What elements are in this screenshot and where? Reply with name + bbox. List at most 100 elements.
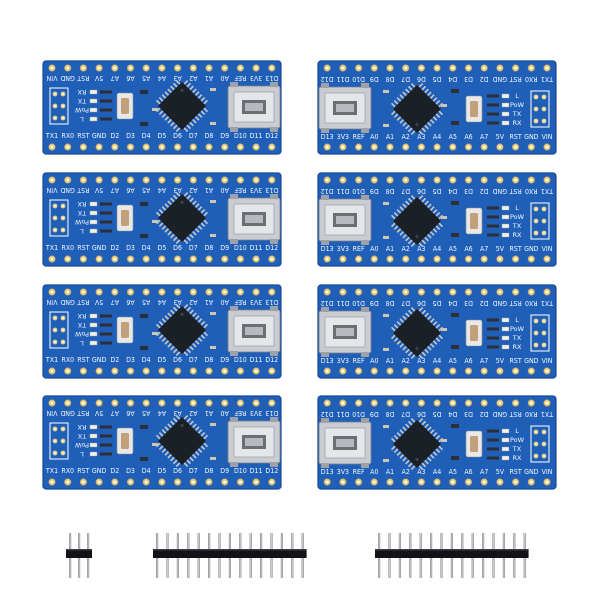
top-pin-label: A2 (402, 245, 410, 253)
top-pin-label: 5V (94, 409, 103, 417)
bottom-pin-label: TX1 (541, 299, 554, 307)
top-pin-label: A1 (205, 298, 213, 306)
top-pin-label: A1 (386, 357, 394, 365)
top-pin-label: A6 (126, 74, 134, 82)
bottom-pin-label: D6 (417, 75, 426, 83)
bottom-pin-label: D3 (126, 132, 135, 140)
bottom-pin-label: RX0 (525, 410, 538, 418)
top-pin-label: GND (524, 357, 539, 365)
bottom-pin-label: D2 (480, 299, 489, 307)
bottom-pin-label: D8 (205, 356, 214, 364)
bottom-pin-label: RST (509, 187, 521, 195)
icsp-outline (49, 311, 69, 349)
top-pin-label: A3 (417, 133, 425, 141)
top-pin-label: A6 (464, 468, 472, 476)
bottom-pin-label: D7 (189, 244, 198, 252)
bottom-pin-label: D7 (189, 132, 198, 140)
top-pin-label: REF (353, 357, 365, 365)
smd-led (89, 210, 98, 216)
top-pin-label: VIN (46, 74, 57, 82)
top-pin-label: GND (524, 133, 539, 141)
top-pin-label: D13 (321, 133, 334, 141)
smd-led (89, 201, 98, 207)
top-pin-label: VIN (46, 298, 57, 306)
top-pin-label: D13 (265, 298, 278, 306)
header-15pin-a (153, 533, 307, 578)
mini-usb-port (318, 307, 372, 357)
top-pin-label: A7 (480, 245, 488, 253)
bottom-pin-label: D9 (370, 299, 379, 307)
top-pin-label: REF (234, 298, 246, 306)
led-label: L (80, 115, 84, 123)
top-pin-label: A0 (221, 409, 229, 417)
top-pin-label: A5 (142, 298, 150, 306)
bottom-pin-label: D3 (464, 187, 473, 195)
bottom-pin-label: RST (77, 244, 89, 252)
top-pin-label: A1 (386, 133, 394, 141)
top-pin-label: A1 (205, 409, 213, 417)
bottom-pin-label: D7 (401, 410, 410, 418)
top-pin-label: D13 (265, 186, 278, 194)
bottom-pin-label: D8 (386, 187, 395, 195)
bottom-pin-label: GND (493, 187, 508, 195)
bottom-pin-label: D8 (205, 132, 214, 140)
top-pin-label: A3 (173, 298, 181, 306)
nano-board-svg: VINGNDRST5VA7A6A5A4A3A2A1A0REF3V3D13TX1R… (317, 172, 557, 267)
bottom-pin-label: D4 (142, 467, 151, 475)
bottom-pin-label: RX0 (525, 299, 538, 307)
top-pin-label: A4 (158, 74, 166, 82)
top-pin-label: A3 (173, 74, 181, 82)
mcu-chip (390, 82, 444, 136)
top-pin-label: A3 (417, 245, 425, 253)
top-pin-label: RST (77, 298, 89, 306)
bottom-pin-label: D2 (480, 75, 489, 83)
bottom-pin-label: D7 (189, 467, 198, 475)
top-pin-label: 5V (496, 245, 505, 253)
bottom-pin-label: GND (92, 132, 107, 140)
top-pin-label: D13 (265, 74, 278, 82)
bottom-pin-label: D11 (250, 132, 263, 140)
bottom-pin-label: D12 (321, 187, 334, 195)
top-pin-label: A6 (464, 245, 472, 253)
mini-usb-port (318, 83, 372, 133)
bottom-pin-label: D5 (433, 75, 442, 83)
top-pin-label: GND (524, 468, 539, 476)
top-pin-label: A2 (189, 298, 197, 306)
bottom-pin-label: D6 (173, 356, 182, 364)
top-pin-label: A7 (111, 186, 119, 194)
top-pin-label: A1 (205, 186, 213, 194)
bottom-pin-label: D8 (386, 410, 395, 418)
top-pin-label: A3 (173, 409, 181, 417)
top-pin-label: REF (234, 74, 246, 82)
smd-led (501, 102, 510, 108)
mini-usb-port (227, 82, 281, 132)
mcu-chip (155, 303, 209, 357)
top-pin-label: A7 (111, 298, 119, 306)
smd-led (89, 433, 98, 439)
top-pin-label: RST (77, 186, 89, 194)
bottom-pin-label: D4 (448, 187, 457, 195)
led-label: TX (77, 321, 87, 329)
plastic-strip (66, 549, 92, 558)
led-label: TX (77, 432, 87, 440)
mini-usb-port (318, 195, 372, 245)
bottom-pin-label: D4 (142, 356, 151, 364)
top-pin-label: 5V (94, 74, 103, 82)
bottom-pin-label: D2 (110, 132, 119, 140)
bottom-pin-label: D8 (386, 75, 395, 83)
bottom-pin-label: RX0 (525, 187, 538, 195)
bottom-pin-label: D5 (433, 187, 442, 195)
top-pin-label: A4 (158, 409, 166, 417)
smd-led (89, 219, 98, 225)
top-pin-label: VIN (542, 468, 553, 476)
bottom-pin-label: D7 (401, 187, 410, 195)
bottom-pin-label: D2 (110, 467, 119, 475)
bottom-pin-label: D5 (157, 356, 166, 364)
bottom-pin-label: D12 (321, 299, 334, 307)
smd-led (501, 446, 510, 452)
led-label: PoW (510, 325, 525, 333)
